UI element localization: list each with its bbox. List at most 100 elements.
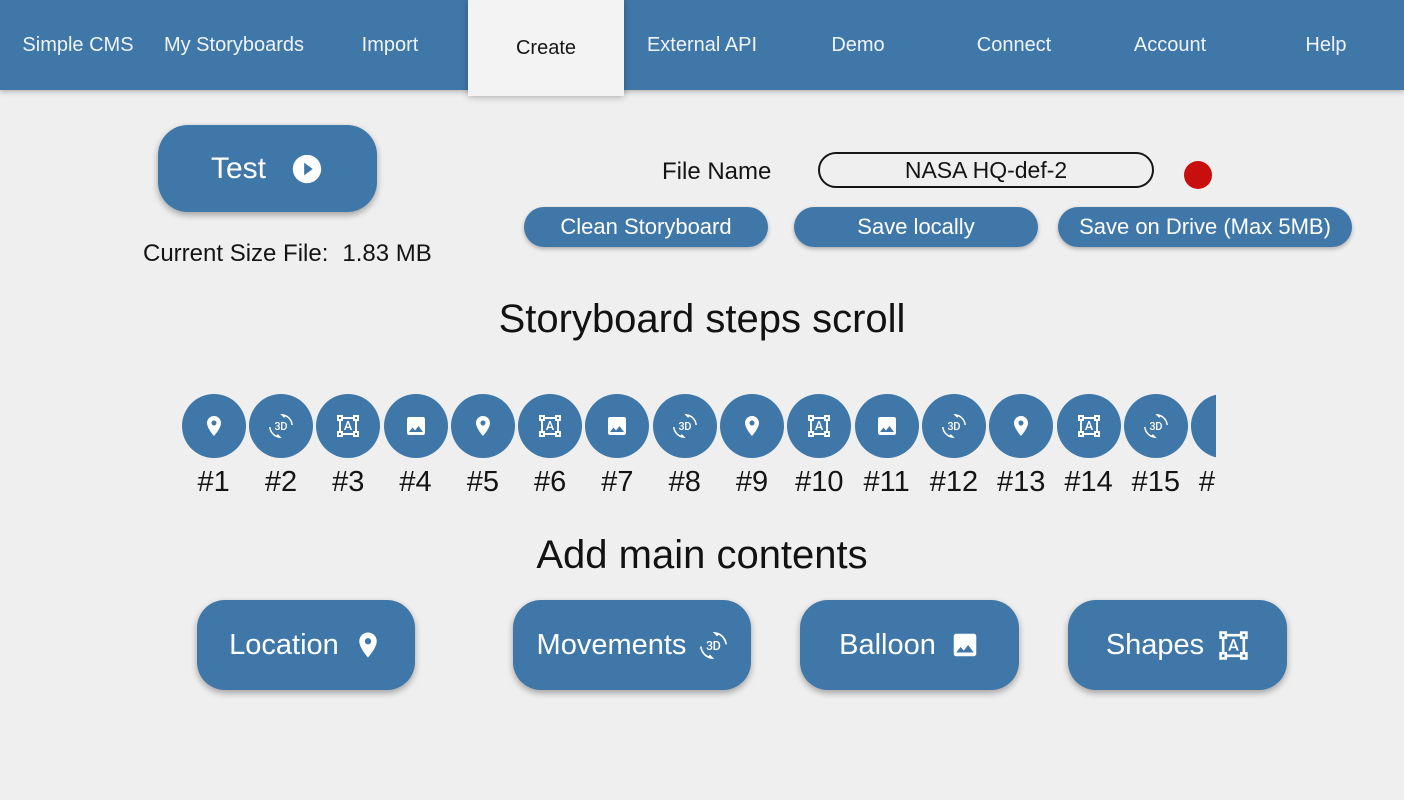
nav-item-external-api[interactable]: External API <box>646 33 758 56</box>
step-circle[interactable] <box>316 394 381 458</box>
nav-tab-create[interactable]: Create <box>468 0 624 96</box>
place-icon <box>353 630 383 660</box>
image-icon <box>605 414 629 438</box>
step-label: #10 <box>795 466 844 498</box>
step-label: #11 <box>863 466 910 498</box>
step-label: #2 <box>264 466 298 498</box>
step-label: #14 <box>1064 466 1113 498</box>
storyboard-step[interactable]: #2 <box>247 394 314 500</box>
clean-storyboard-button[interactable]: Clean Storyboard <box>524 207 768 247</box>
add-shapes-button[interactable]: Shapes <box>1068 600 1287 690</box>
storyboard-step[interactable]: #5 <box>449 394 516 500</box>
play-circle-icon <box>290 152 324 186</box>
add-main-contents-title: Add main contents <box>536 533 868 577</box>
step-circle[interactable] <box>787 394 852 458</box>
step-label: #3 <box>332 466 365 498</box>
add-location-label: Location <box>229 628 339 661</box>
step-circle[interactable] <box>1123 394 1188 458</box>
image-icon <box>404 414 428 438</box>
storyboard-step[interactable]: #7 <box>584 394 651 500</box>
step-circle[interactable] <box>450 394 515 458</box>
nav-item-import[interactable]: Import <box>361 33 419 56</box>
step-label: #15 <box>1131 466 1180 498</box>
add-shapes-label: Shapes <box>1105 628 1205 661</box>
place-icon <box>1211 414 1216 438</box>
step-circle[interactable] <box>1056 394 1121 458</box>
add-movements-button[interactable]: Movements <box>513 600 751 690</box>
step-label: #7 <box>601 466 634 498</box>
format-shapes-icon <box>538 414 562 438</box>
storyboard-step[interactable]: #16 <box>1189 394 1216 500</box>
record-indicator-dot <box>1184 161 1212 189</box>
step-circle[interactable] <box>720 394 785 458</box>
step-label: #8 <box>668 466 701 498</box>
step-label: #5 <box>466 466 499 498</box>
step-label: #16 <box>1198 466 1216 498</box>
storyboard-step[interactable]: #12 <box>920 394 987 500</box>
storyboard-step[interactable]: #1 <box>180 394 247 500</box>
add-balloon-button[interactable]: Balloon <box>800 600 1019 690</box>
3d-rotation-icon <box>672 414 697 438</box>
place-icon <box>740 414 764 438</box>
3d-rotation-icon <box>1143 414 1168 438</box>
storyboard-step[interactable]: #4 <box>382 394 449 500</box>
3d-rotation-icon <box>941 414 966 438</box>
step-circle[interactable] <box>181 394 246 458</box>
step-circle[interactable] <box>585 394 650 458</box>
test-button-label: Test <box>210 151 267 185</box>
save-on-drive-button[interactable]: Save on Drive (Max 5MB) <box>1058 207 1352 247</box>
image-icon <box>950 630 980 660</box>
step-label: #1 <box>197 466 230 498</box>
storyboard-steps-scroll[interactable]: #1 #2 #3 #4 #5 #6 #7 #8 #9 #10 #11 #12 #13 #14 #15 #16 <box>180 394 1216 500</box>
storyboard-step[interactable]: #9 <box>718 394 785 500</box>
step-label: #4 <box>399 466 432 498</box>
step-circle[interactable] <box>854 394 919 458</box>
nav-item-connect[interactable]: Connect <box>976 33 1052 56</box>
storyboard-steps-title: Storyboard steps scroll <box>498 297 906 341</box>
storyboard-step[interactable]: #13 <box>988 394 1055 500</box>
add-balloon-label: Balloon <box>839 628 936 661</box>
step-circle[interactable] <box>652 394 717 458</box>
format-shapes-icon <box>336 414 360 438</box>
test-button[interactable]: Test <box>158 125 377 212</box>
save-locally-button[interactable]: Save locally <box>794 207 1038 247</box>
nav-item-help[interactable]: Help <box>1305 33 1347 56</box>
storyboard-step[interactable]: #3 <box>315 394 382 500</box>
format-shapes-icon <box>1077 414 1101 438</box>
step-circle[interactable] <box>518 394 583 458</box>
step-circle[interactable] <box>248 394 313 458</box>
step-circle[interactable] <box>989 394 1054 458</box>
step-circle[interactable] <box>921 394 986 458</box>
place-icon <box>202 414 226 438</box>
current-size-text: Current Size File: 1.83 MB <box>143 240 432 268</box>
storyboard-step[interactable]: #14 <box>1055 394 1122 500</box>
step-circle[interactable] <box>383 394 448 458</box>
nav-item-demo[interactable]: Demo <box>831 33 885 56</box>
step-label: #12 <box>929 466 979 498</box>
nav-item-my-storyboards[interactable]: My Storyboards <box>163 33 305 56</box>
step-label: #9 <box>735 466 769 498</box>
3d-rotation-icon <box>700 631 728 659</box>
current-size-value: 1.83 MB <box>342 240 432 267</box>
storyboard-step[interactable]: #11 <box>853 394 920 500</box>
file-name-label: File Name <box>662 158 772 185</box>
step-circle[interactable] <box>1191 394 1216 458</box>
format-shapes-icon <box>807 414 831 438</box>
current-size-label: Current Size File: <box>143 240 329 267</box>
step-label: #6 <box>534 466 567 498</box>
storyboard-step[interactable]: #8 <box>651 394 718 500</box>
add-movements-label: Movements <box>536 628 687 661</box>
format-shapes-icon <box>1218 630 1249 661</box>
step-label: #13 <box>997 466 1046 498</box>
nav-item-account[interactable]: Account <box>1133 33 1207 56</box>
storyboard-step[interactable]: #6 <box>516 394 583 500</box>
storyboard-step[interactable]: #15 <box>1122 394 1189 500</box>
storyboard-step[interactable]: #10 <box>786 394 853 500</box>
add-location-button[interactable]: Location <box>197 600 415 690</box>
top-nav: Simple CMS My Storyboards Import Create … <box>0 0 1404 96</box>
image-icon <box>875 414 899 438</box>
3d-rotation-icon <box>268 414 293 438</box>
nav-item-simple-cms[interactable]: Simple CMS <box>22 33 134 56</box>
file-name-input[interactable] <box>818 152 1154 188</box>
place-icon <box>1009 414 1033 438</box>
